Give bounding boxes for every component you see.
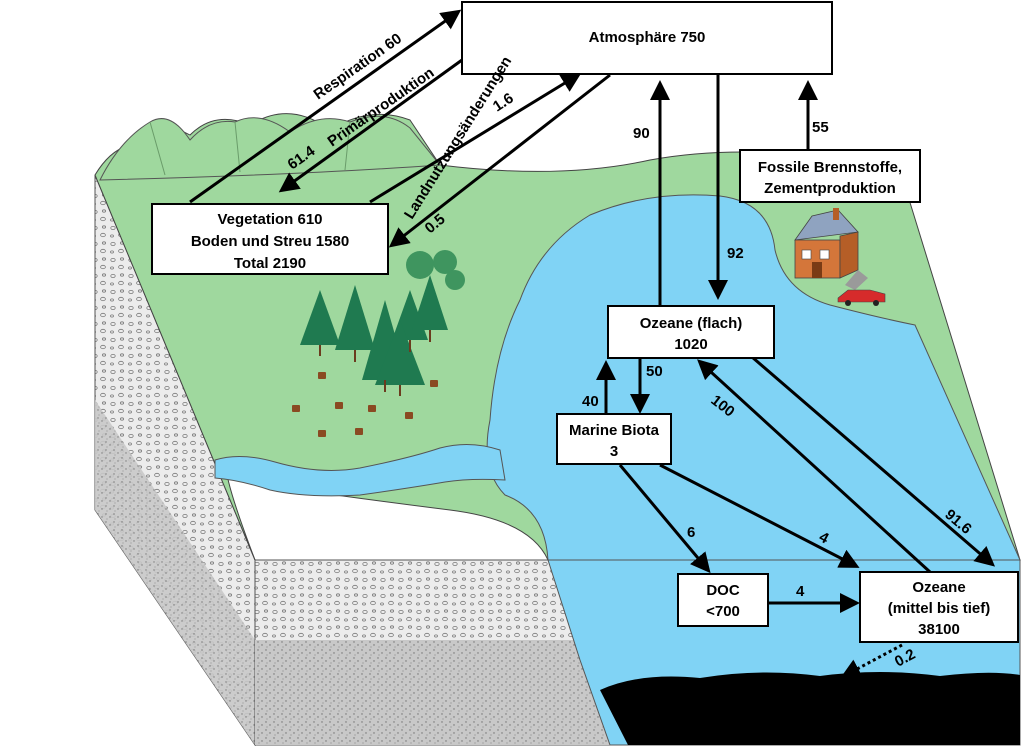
land-use-up-arrow: [369, 72, 582, 204]
car-icon: [837, 289, 886, 306]
vegetation-box: Vegetation 610 Boden und Streu 1580 Tota…: [151, 203, 389, 275]
block-side-lower: [95, 400, 255, 745]
biota-to-shallow-label: 40: [582, 393, 599, 410]
river: [214, 444, 506, 497]
marine-biota-line2: 3: [610, 443, 618, 460]
atm-to-ocean-label: 92: [727, 245, 744, 262]
vegetation-line1: Vegetation 610: [217, 211, 322, 228]
marine-biota-box: Marine Biota 3: [556, 413, 672, 465]
fossil-box: Fossile Brennstoffe, Zementproduktion: [739, 149, 921, 203]
ocean-shallow-box: Ozeane (flach) 1020: [607, 305, 775, 359]
doc-line2: <700: [706, 603, 740, 620]
doc-box: DOC <700: [677, 573, 769, 627]
vegetation-line2: Boden und Streu 1580: [191, 233, 349, 250]
deciduous-tree-icon: [406, 250, 465, 290]
ocean-deep-line3: 38100: [918, 621, 960, 638]
ocean-deep-line2: (mittel bis tief): [888, 600, 991, 617]
respiration-arrow: [189, 9, 462, 204]
shallow-to-biota-label: 50: [646, 363, 663, 380]
primary-production-arrow: [278, 58, 463, 193]
block-front-lower: [255, 640, 620, 745]
land-use-down-arrow: [388, 73, 611, 248]
biota-to-doc-arrow: [618, 464, 711, 574]
tree-icon: [300, 275, 448, 385]
atmosphere-label: Atmosphäre 750: [589, 29, 706, 46]
shallow-to-deep-arrow: [751, 355, 996, 567]
mountain-ridge-lines: [149, 121, 351, 176]
forest: [292, 250, 465, 437]
tree-stump-icon: [292, 372, 438, 437]
fossil-line2: Zementproduktion: [764, 180, 896, 197]
tree-trunks: [319, 330, 431, 396]
deep-to-shallow-arrow: [697, 359, 932, 574]
fossil-emission-label: 55: [812, 119, 829, 136]
fossil-line1: Fossile Brennstoffe,: [758, 159, 902, 176]
house-icon: [794, 208, 868, 290]
ocean-deep-line1: Ozeane: [912, 579, 965, 596]
sediment: [600, 672, 1020, 745]
ocean-shallow-line1: Ozeane (flach): [640, 315, 743, 332]
vegetation-line3: Total 2190: [234, 255, 306, 272]
ocean-deep-box: Ozeane (mittel bis tief) 38100: [859, 571, 1019, 643]
deep-to-sediment-arrow: [840, 643, 903, 678]
biota-to-doc-label: 6: [687, 524, 695, 541]
biota-to-deep-arrow: [659, 463, 860, 568]
atmosphere-box: Atmosphäre 750: [461, 1, 833, 75]
ocean-to-atm-label: 90: [633, 125, 650, 142]
flow-arrows: [189, 9, 996, 678]
doc-to-deep-label: 4: [796, 583, 805, 600]
ocean-shallow-line2: 1020: [674, 336, 707, 353]
marine-biota-line1: Marine Biota: [569, 422, 660, 439]
doc-line1: DOC: [706, 582, 740, 599]
